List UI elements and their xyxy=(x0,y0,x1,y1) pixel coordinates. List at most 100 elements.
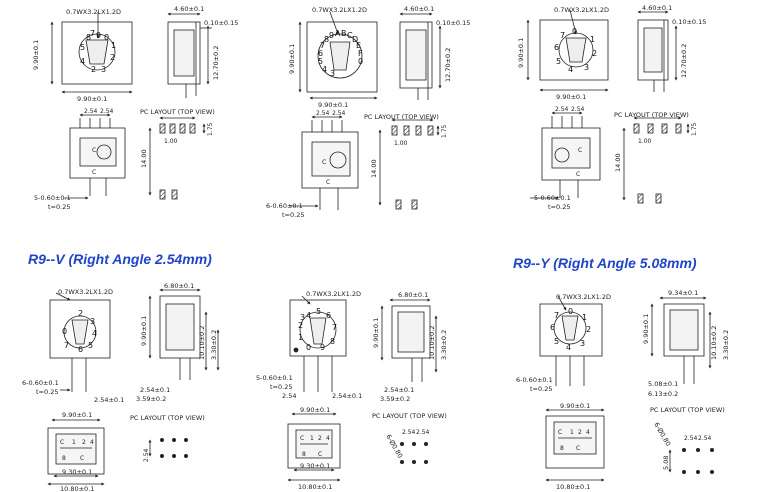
svg-text:5: 5 xyxy=(80,43,85,52)
svg-text:C: C xyxy=(347,31,353,40)
svg-text:3.30±0.2: 3.30±0.2 xyxy=(210,330,218,360)
side-height-label: 12.70±0.2 xyxy=(212,46,220,80)
svg-text:9: 9 xyxy=(329,31,334,40)
svg-text:4: 4 xyxy=(586,429,590,436)
svg-text:1.75: 1.75 xyxy=(691,122,698,136)
pitch-label-2: 2.54 xyxy=(100,108,114,115)
svg-text:9.90±0.1: 9.90±0.1 xyxy=(62,411,92,419)
svg-text:E: E xyxy=(356,41,361,50)
front-view-body xyxy=(61,21,133,85)
svg-text:2: 2 xyxy=(298,321,303,330)
svg-text:14.00: 14.00 xyxy=(614,153,622,172)
svg-text:3.59±0.2: 3.59±0.2 xyxy=(380,395,410,403)
svg-text:5.08±0.1: 5.08±0.1 xyxy=(648,380,678,388)
pin-c-label: C xyxy=(92,147,96,154)
svg-text:6-Ø0.80: 6-Ø0.80 xyxy=(652,421,672,448)
svg-text:9.90±0.1: 9.90±0.1 xyxy=(642,314,650,344)
heading-r9y: R9--Y (Right Angle 5.08mm) xyxy=(513,255,697,271)
pitch-label: 2.54 xyxy=(84,108,98,115)
svg-text:2.54: 2.54 xyxy=(571,106,585,113)
svg-text:10.80±0.1: 10.80±0.1 xyxy=(298,483,332,491)
svg-text:C: C xyxy=(60,439,64,446)
svg-text:9.90±0.1: 9.90±0.1 xyxy=(140,316,148,346)
width-label: 9.90±0.1 xyxy=(77,95,107,103)
svg-text:14.00: 14.00 xyxy=(370,159,378,178)
svg-text:t=0.25: t=0.25 xyxy=(270,383,292,391)
svg-text:0.7WX3.2LX1.2D: 0.7WX3.2LX1.2D xyxy=(306,290,361,298)
height-label: 9.90±0.1 xyxy=(32,40,40,70)
svg-text:6-Ø0.80: 6-Ø0.80 xyxy=(384,433,404,460)
dial-digits-1: 9 0 1 2 3 2 4 5 8 7 xyxy=(80,29,116,74)
svg-text:10.10±0.2: 10.10±0.2 xyxy=(198,326,206,360)
svg-text:1: 1 xyxy=(310,435,314,442)
svg-text:2: 2 xyxy=(110,53,115,62)
svg-text:4: 4 xyxy=(566,343,571,352)
svg-text:3: 3 xyxy=(300,313,305,322)
svg-text:12.70±0.2: 12.70±0.2 xyxy=(680,44,688,78)
panel-top-middle-text: 0.7WX3.2LX1.2D 9.90±0.1 9.90±0.1 4.60±0.… xyxy=(266,5,470,219)
svg-text:C: C xyxy=(322,159,326,166)
panel-bottom-middle xyxy=(287,295,438,482)
pin-label: 5-0.60±0.1 xyxy=(34,194,71,202)
svg-text:8: 8 xyxy=(62,455,66,462)
svg-text:10.80±0.1: 10.80±0.1 xyxy=(60,485,94,492)
svg-text:2.54±0.1: 2.54±0.1 xyxy=(332,392,362,400)
svg-text:B: B xyxy=(341,29,347,38)
svg-text:2: 2 xyxy=(318,435,322,442)
dial-digits-5: 5 4 6 7 8 9 0 1 2 3 xyxy=(298,307,337,352)
svg-text:6: 6 xyxy=(318,49,323,58)
svg-text:3: 3 xyxy=(101,65,106,74)
svg-text:8: 8 xyxy=(330,337,335,346)
svg-text:6-0.60±0.1: 6-0.60±0.1 xyxy=(266,202,303,210)
svg-text:10.10±0.2: 10.10±0.2 xyxy=(710,326,718,360)
svg-text:1: 1 xyxy=(298,333,303,342)
svg-text:7: 7 xyxy=(90,29,95,38)
svg-text:0.7WX3.2LX1.2D: 0.7WX3.2LX1.2D xyxy=(554,6,609,14)
svg-text:t=0.25: t=0.25 xyxy=(282,211,304,219)
panel-top-left-text: 0.7WX3.2LX1.2D 9.90±0.1 9.90±0.1 4.60±0.… xyxy=(32,5,238,211)
svg-text:0.10±0.15: 0.10±0.15 xyxy=(436,19,470,27)
svg-text:0: 0 xyxy=(358,57,363,66)
svg-text:7: 7 xyxy=(560,31,565,40)
svg-text:6-0.60±0.1: 6-0.60±0.1 xyxy=(516,376,553,384)
pin-view-body xyxy=(69,127,126,179)
svg-text:6.80±0.1: 6.80±0.1 xyxy=(398,291,428,299)
pc-layout-holes xyxy=(160,438,188,458)
svg-text:4: 4 xyxy=(568,65,573,74)
svg-text:9.90±0.1: 9.90±0.1 xyxy=(318,101,348,109)
svg-text:12.70±0.2: 12.70±0.2 xyxy=(444,48,452,82)
pc-layout-title: PC LAYOUT (TOP VIEW) xyxy=(140,108,215,116)
svg-text:4: 4 xyxy=(92,329,97,338)
pad-height-label: 1.75 xyxy=(207,122,214,136)
thickness-label: t=0.25 xyxy=(48,203,70,211)
svg-text:0.10±0.15: 0.10±0.15 xyxy=(672,18,706,26)
svg-text:3.30±0.2: 3.30±0.2 xyxy=(440,330,448,360)
offset-label: 0.10±0.15 xyxy=(204,19,238,27)
svg-text:5-0.60±0.1: 5-0.60±0.1 xyxy=(256,374,293,382)
slot-label: 0.7WX3.2LX1.2D xyxy=(66,8,121,16)
svg-text:C: C xyxy=(576,171,580,178)
svg-text:0: 0 xyxy=(572,27,577,36)
svg-text:2.54: 2.54 xyxy=(555,106,569,113)
svg-text:PC LAYOUT (TOP VIEW): PC LAYOUT (TOP VIEW) xyxy=(650,406,725,414)
svg-text:F: F xyxy=(358,49,363,58)
svg-text:6-0.60±0.1: 6-0.60±0.1 xyxy=(22,379,59,387)
svg-text:C: C xyxy=(578,147,582,154)
svg-text:2: 2 xyxy=(82,439,86,446)
rotary-dial xyxy=(78,33,116,71)
svg-text:4: 4 xyxy=(90,439,94,446)
svg-text:0: 0 xyxy=(104,33,109,42)
svg-text:0: 0 xyxy=(62,327,67,336)
svg-text:9: 9 xyxy=(320,343,325,352)
svg-text:4.60±0.1: 4.60±0.1 xyxy=(642,4,672,12)
svg-text:1.00: 1.00 xyxy=(394,140,408,147)
svg-text:9.90±0.1: 9.90±0.1 xyxy=(560,402,590,410)
svg-text:1: 1 xyxy=(590,35,595,44)
svg-text:1: 1 xyxy=(582,313,587,322)
svg-text:0.7WX3.2LX1.2D: 0.7WX3.2LX1.2D xyxy=(556,293,611,301)
svg-text:9: 9 xyxy=(96,31,101,40)
svg-text:6.80±0.1: 6.80±0.1 xyxy=(164,282,194,290)
svg-text:10.80±0.1: 10.80±0.1 xyxy=(556,483,590,491)
svg-text:5: 5 xyxy=(318,57,323,66)
